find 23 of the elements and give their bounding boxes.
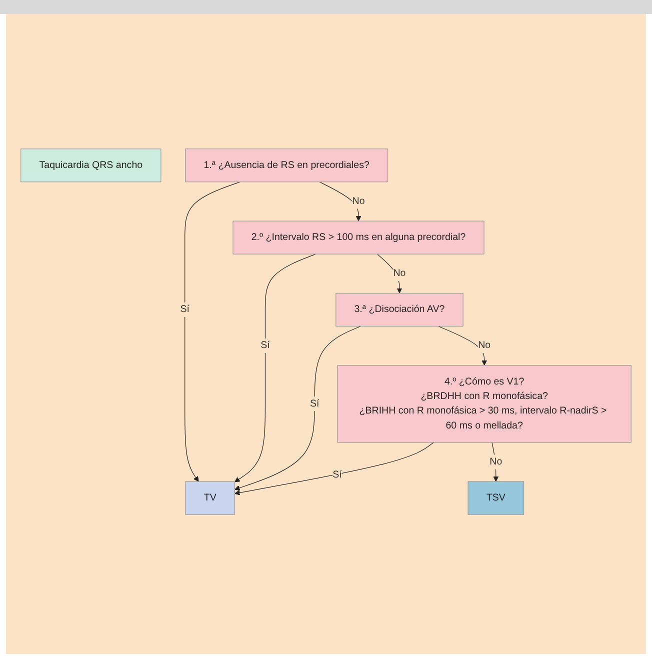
edge-label: No <box>393 268 406 278</box>
arrow <box>234 254 316 482</box>
node-box <box>336 292 464 326</box>
arrow <box>234 442 434 496</box>
node-box <box>232 220 484 254</box>
node-box <box>185 481 236 515</box>
card-background: Sí No Sí No Sí No Sí No Taquicardia QRS ancho 1.ª ¿Ausencia de RS en precordiales? 2.º ¿Intervalo RS > 100 ms en alguna precordial? 3.ª ¿Disociación AV? 4.º ¿Cómo es V1? ¿BRDHH con R monofásica? ¿BRIHH con R monofásica > 30 ms, intervalo R-nadirS > 60 ms o mellada? TV TSV <box>6 14 646 654</box>
edge-label: No <box>478 340 491 350</box>
edge-label: Sí <box>332 469 342 480</box>
node-box <box>468 481 524 515</box>
arrow <box>319 181 362 222</box>
edge-label: No <box>490 456 502 467</box>
node-box <box>337 364 632 442</box>
arrow <box>438 326 488 366</box>
edge-label: Sí <box>260 340 270 350</box>
edge-label: No <box>352 196 365 206</box>
arrow <box>184 181 240 482</box>
node-box <box>20 148 162 182</box>
node-box <box>185 148 388 182</box>
edge-label: Sí <box>310 398 320 409</box>
edge-label: Sí <box>180 304 190 314</box>
arrow <box>376 254 402 294</box>
arrow <box>234 326 361 490</box>
